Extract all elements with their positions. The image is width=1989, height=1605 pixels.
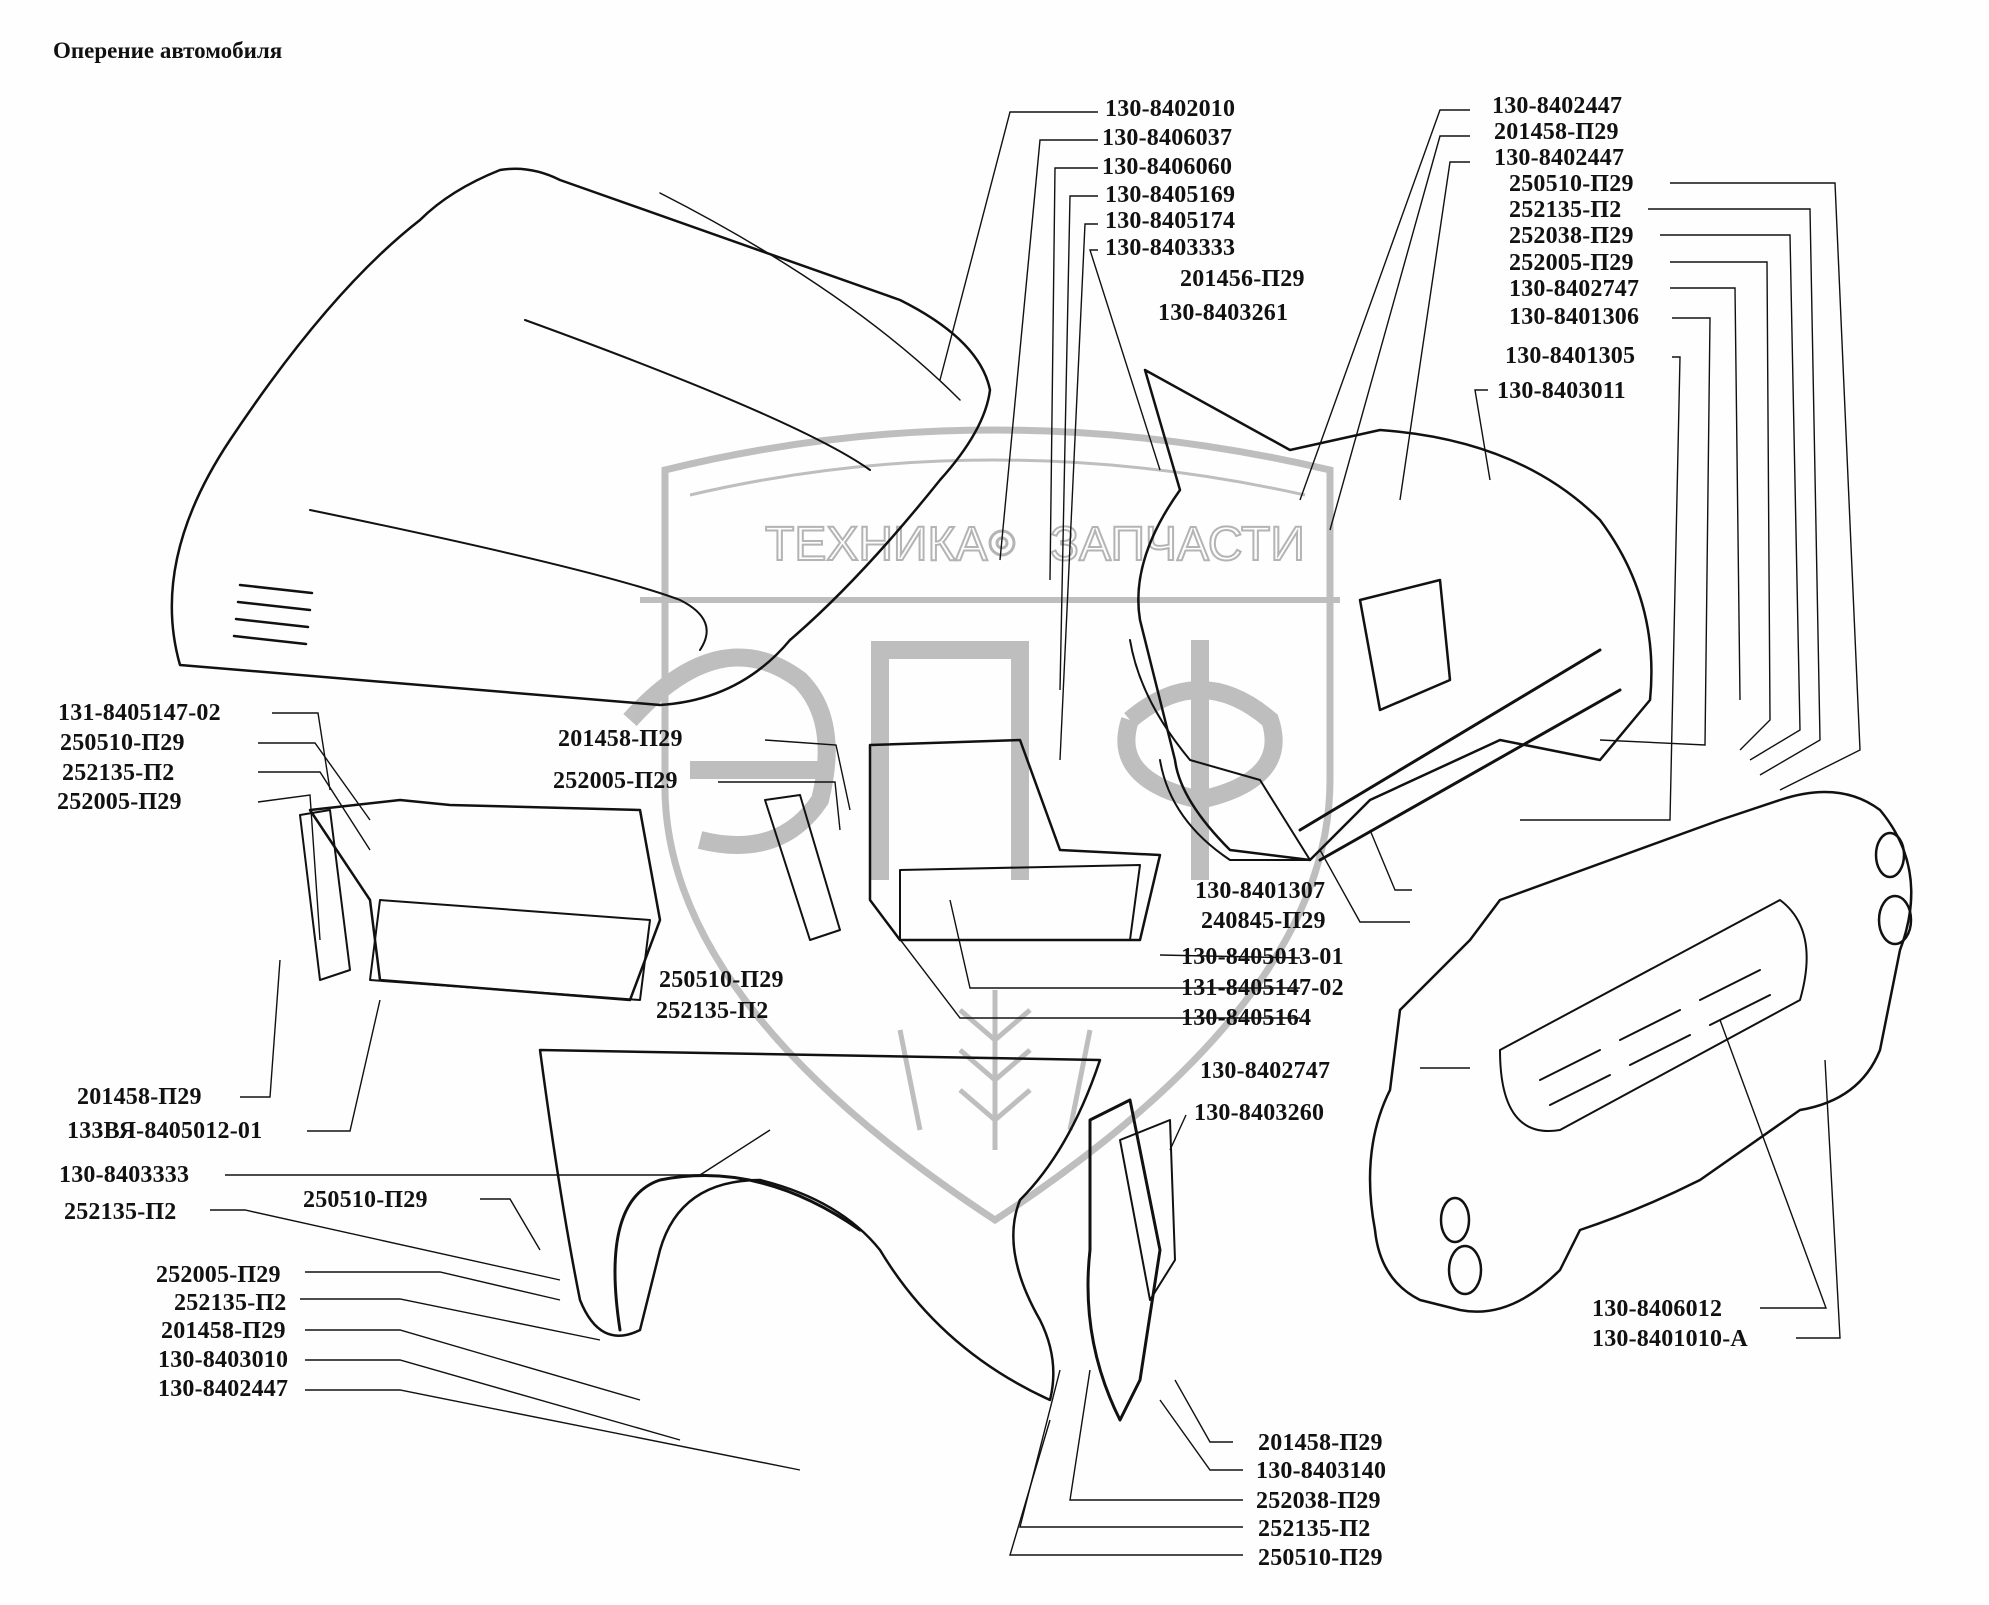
- part-label[interactable]: 130-8405013-01: [1181, 944, 1344, 970]
- part-label[interactable]: 130-8406037: [1102, 125, 1233, 151]
- part-label[interactable]: 252135-П2: [1509, 197, 1622, 223]
- part-label[interactable]: 130-8402447: [1494, 145, 1625, 171]
- step-right-tread: [899, 864, 1141, 941]
- part-label[interactable]: 250510-П29: [1258, 1545, 1383, 1571]
- part-label[interactable]: 130-8403260: [1194, 1100, 1325, 1126]
- watermark-shield-inner: [689, 458, 1306, 497]
- part-label[interactable]: 252038-П29: [1256, 1488, 1381, 1514]
- watermark-shield-outline: [661, 426, 1334, 1225]
- part-label[interactable]: 130-8401305: [1505, 343, 1636, 369]
- hood-crease-3: [309, 509, 708, 651]
- watermark-letter-p: [871, 641, 1029, 880]
- leader-lines: [210, 109, 1861, 1556]
- page-title: Оперение автомобиля: [53, 38, 283, 63]
- part-label[interactable]: 130-8401307: [1195, 878, 1326, 904]
- part-label[interactable]: 252005-П29: [553, 768, 678, 794]
- grille-headlamp-right-upper: [1874, 831, 1906, 879]
- part-label[interactable]: 252135-П2: [64, 1199, 177, 1225]
- grille-headlamp-left-lower: [1447, 1244, 1483, 1296]
- hood-crease-2: [524, 319, 871, 471]
- part-label[interactable]: 130-8405174: [1105, 208, 1236, 234]
- part-label[interactable]: 201458-П29: [1494, 119, 1619, 145]
- part-label[interactable]: 130-8402447: [1492, 93, 1623, 119]
- part-label[interactable]: 133ВЯ-8405012-01: [67, 1118, 263, 1144]
- part-label[interactable]: 252135-П2: [62, 760, 175, 786]
- part-label[interactable]: 130-8406012: [1592, 1296, 1723, 1322]
- hood-louvres: [232, 583, 314, 646]
- part-label[interactable]: 130-8402747: [1509, 276, 1640, 302]
- part-label[interactable]: 130-8401010-A: [1592, 1326, 1748, 1352]
- fender-wheel-arch: [613, 1174, 862, 1332]
- step-left-bracket: [299, 809, 351, 981]
- watermark: [623, 426, 1340, 1225]
- watermark-letter-f: [1117, 640, 1283, 880]
- part-label[interactable]: 252135-П2: [1258, 1516, 1371, 1542]
- part-label[interactable]: 130-8402010: [1105, 96, 1236, 122]
- part-label[interactable]: 252005-П29: [57, 789, 182, 815]
- step-left-tread: [369, 899, 651, 1001]
- part-label[interactable]: 130-8406060: [1102, 154, 1233, 180]
- grille-headlamp-left-upper: [1439, 1196, 1471, 1244]
- part-label[interactable]: 130-8402447: [158, 1376, 289, 1402]
- step-left: [308, 798, 662, 1002]
- hood-crease-1: [659, 192, 961, 401]
- grille-outline: [1368, 790, 1913, 1313]
- cowl-shield: [1129, 639, 1311, 861]
- watermark-letter-e: [623, 648, 836, 854]
- watermark-wheat-icon: [897, 990, 1093, 1150]
- part-label[interactable]: 252135-П2: [656, 998, 769, 1024]
- part-label[interactable]: 201456-П29: [1180, 266, 1305, 292]
- part-label[interactable]: 130-8403261: [1158, 300, 1289, 326]
- part-label[interactable]: 250510-П29: [60, 730, 185, 756]
- part-label[interactable]: 250510-П29: [303, 1187, 428, 1213]
- hood-outline: [170, 167, 992, 707]
- cowl-panel: [1137, 368, 1653, 862]
- step-right-bracket: [764, 794, 841, 941]
- part-label[interactable]: 250510-П29: [1509, 171, 1634, 197]
- part-label[interactable]: 201458-П29: [1258, 1430, 1383, 1456]
- part-label[interactable]: 130-8403333: [59, 1162, 190, 1188]
- part-label[interactable]: 250510-П29: [659, 967, 784, 993]
- part-label[interactable]: 130-8403333: [1105, 235, 1236, 261]
- part-label[interactable]: 130-8405169: [1105, 182, 1236, 208]
- part-label[interactable]: 131-8405147-02: [1181, 975, 1344, 1001]
- part-label[interactable]: 252038-П29: [1509, 223, 1634, 249]
- part-label[interactable]: 130-8403140: [1256, 1458, 1387, 1484]
- fender-mud-flap: [1086, 1098, 1162, 1422]
- part-label[interactable]: 201458-П29: [77, 1084, 202, 1110]
- cowl-side-plate: [1358, 578, 1452, 712]
- grille-headlamp-right-lower: [1877, 894, 1913, 946]
- grille-center: [1499, 899, 1808, 1132]
- fender-outline: [538, 1048, 1102, 1402]
- part-label[interactable]: 252005-П29: [1509, 250, 1634, 276]
- fender-splash-panel: [1119, 1119, 1176, 1301]
- watermark-text-left: ТЕХНИКА: [765, 518, 988, 571]
- part-label[interactable]: 130-8403010: [158, 1347, 289, 1373]
- part-label[interactable]: 252005-П29: [156, 1262, 281, 1288]
- part-label[interactable]: 252135-П2: [174, 1290, 287, 1316]
- part-label[interactable]: 130-8403011: [1497, 378, 1626, 404]
- grille-slots: [1539, 969, 1771, 1106]
- watermark-text-right: ЗАПЧАСТИ: [1050, 518, 1305, 571]
- part-label[interactable]: 240845-П29: [1201, 908, 1326, 934]
- part-label[interactable]: 130-8405164: [1181, 1005, 1312, 1031]
- part-label[interactable]: 130-8401306: [1509, 304, 1640, 330]
- part-label[interactable]: 130-8402747: [1200, 1058, 1331, 1084]
- part-label[interactable]: 201458-П29: [558, 726, 683, 752]
- part-label[interactable]: 131-8405147-02: [58, 700, 221, 726]
- part-label[interactable]: 201458-П29: [161, 1318, 286, 1344]
